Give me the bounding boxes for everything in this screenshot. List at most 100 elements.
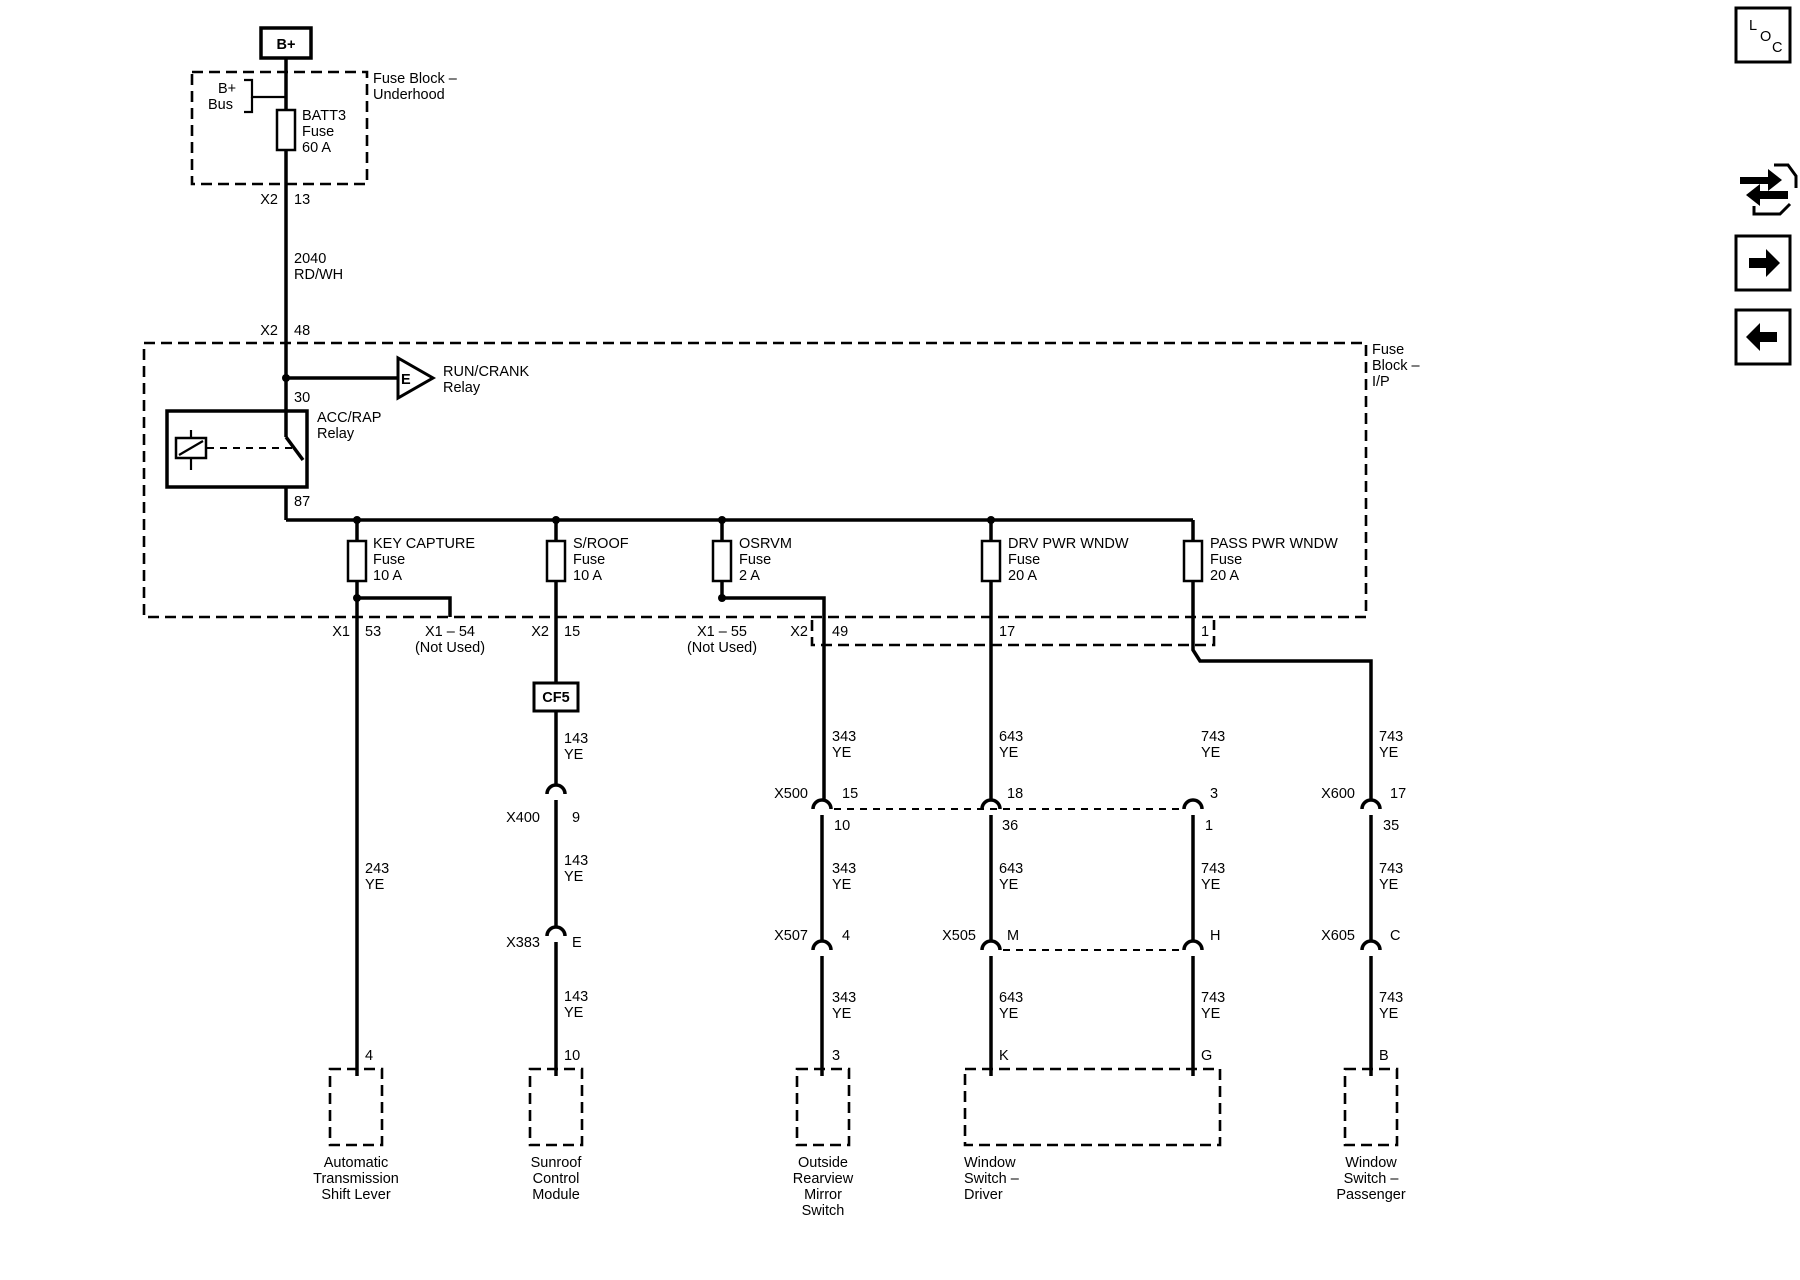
key-capture-fuse-label-2: Fuse bbox=[373, 552, 405, 568]
x400-connector-symbol bbox=[545, 783, 567, 795]
next-page-button[interactable] bbox=[1734, 234, 1792, 292]
x500-pin-15: 15 bbox=[842, 786, 858, 802]
relay-pin-87: 87 bbox=[294, 494, 310, 510]
x600-connector: X600 bbox=[1321, 786, 1355, 802]
wire-743-d-circuit: 743 bbox=[1379, 729, 1403, 745]
x500-connector-symbol-b bbox=[980, 798, 1002, 810]
fuse-block-ip-label-3: I/P bbox=[1372, 374, 1390, 390]
osrvm-fuse-label-3: 2 A bbox=[739, 568, 760, 584]
wire-743-b-color: YE bbox=[1201, 877, 1221, 893]
ip-terminal-x1-55: X1 – 55 bbox=[697, 624, 747, 640]
x505-connector-symbol-a bbox=[980, 939, 1002, 951]
acc-rap-relay-label-1: ACC/RAP bbox=[317, 410, 381, 426]
component-sunroof-box bbox=[528, 1067, 584, 1147]
sroof-fuse-label-3: 10 A bbox=[573, 568, 602, 584]
connector-view-button[interactable] bbox=[1740, 163, 1798, 216]
component-passenger-switch-box bbox=[1343, 1067, 1399, 1147]
x605-connector: X605 bbox=[1321, 928, 1355, 944]
batt3-fuse-label-2: Fuse bbox=[302, 124, 334, 140]
feed-circuit: 2040 bbox=[294, 251, 326, 267]
fuse-block-underhood-outline bbox=[190, 70, 369, 186]
wire-643-b-circuit: 643 bbox=[999, 861, 1023, 877]
batt3-fuse-label-1: BATT3 bbox=[302, 108, 346, 124]
fuse-block-underhood-label-1: Fuse Block – bbox=[373, 71, 458, 87]
location-letter-l: L bbox=[1749, 18, 1757, 34]
wire-143-a-color: YE bbox=[564, 747, 584, 763]
x505-pin-h: H bbox=[1210, 928, 1220, 944]
osrvm-fuse-label-2: Fuse bbox=[739, 552, 771, 568]
wire-743-b-circuit: 743 bbox=[1201, 861, 1225, 877]
wire-143-a-circuit: 143 bbox=[564, 731, 588, 747]
next-arrow-icon bbox=[1749, 249, 1780, 277]
component-passenger-switch-label-2: Switch – bbox=[1344, 1171, 1400, 1187]
ip-terminal-x2-pin-15: 15 bbox=[564, 624, 580, 640]
x600-connector-symbol bbox=[1360, 798, 1382, 810]
component-mirror-switch-box bbox=[795, 1067, 851, 1147]
key-capture-fuse-label-3: 10 A bbox=[373, 568, 402, 584]
component-driver-switch-pin-g: G bbox=[1201, 1048, 1212, 1064]
x500-pin-1: 1 bbox=[1205, 818, 1213, 834]
component-driver-switch-pin-k: K bbox=[999, 1048, 1009, 1064]
previous-arrow-icon bbox=[1746, 323, 1777, 351]
x500-connector: X500 bbox=[774, 786, 808, 802]
wire-143-c-circuit: 143 bbox=[564, 989, 588, 1005]
x383-connector-symbol bbox=[545, 925, 567, 937]
fuse-block-ip-label-2: Block – bbox=[1372, 358, 1420, 374]
previous-page-button[interactable] bbox=[1734, 308, 1792, 366]
wire-343-b-circuit: 343 bbox=[832, 861, 856, 877]
component-mirror-switch-label-1: Outside bbox=[798, 1155, 848, 1171]
x507-connector-symbol bbox=[811, 939, 833, 951]
x505-connector-symbol-b bbox=[1182, 939, 1204, 951]
component-shift-lever-label-3: Shift Lever bbox=[321, 1187, 390, 1203]
component-driver-switch-label-3: Driver bbox=[964, 1187, 1003, 1203]
component-passenger-switch-label-3: Passenger bbox=[1336, 1187, 1405, 1203]
key-capture-fuse: KEY CAPTURE Fuse 10 A bbox=[346, 520, 475, 584]
component-mirror-switch-label-4: Switch bbox=[802, 1203, 845, 1219]
wire-743-f-color: YE bbox=[1379, 1006, 1399, 1022]
drv-pwr-wndw-fuse-label-3: 20 A bbox=[1008, 568, 1037, 584]
x600-pin-17: 17 bbox=[1390, 786, 1406, 802]
x507-pin-4: 4 bbox=[842, 928, 850, 944]
component-passenger-switch-label-1: Window bbox=[1345, 1155, 1397, 1171]
run-crank-label-1: RUN/CRANK bbox=[443, 364, 530, 380]
component-driver-switch-label-1: Window bbox=[964, 1155, 1016, 1171]
x507-connector: X507 bbox=[774, 928, 808, 944]
b-plus-label: B+ bbox=[277, 37, 296, 53]
wire-243-color: YE bbox=[365, 877, 385, 893]
feed-out-pin: 13 bbox=[294, 192, 310, 208]
x500-pin-36: 36 bbox=[1002, 818, 1018, 834]
run-crank-symbol: E bbox=[401, 372, 411, 388]
wire-243-circuit: 243 bbox=[365, 861, 389, 877]
x400-connector: X400 bbox=[506, 810, 540, 826]
location-letter-o: O bbox=[1760, 29, 1771, 45]
wire-343-a-color: YE bbox=[832, 745, 852, 761]
wire-143-b-circuit: 143 bbox=[564, 853, 588, 869]
wire-743-f-circuit: 743 bbox=[1379, 990, 1403, 1006]
wire-743-d-color: YE bbox=[1379, 745, 1399, 761]
wire-743-a-circuit: 743 bbox=[1201, 729, 1225, 745]
wire-643-c-color: YE bbox=[999, 1006, 1019, 1022]
b-plus-bus-label-1: B+ bbox=[218, 81, 236, 97]
location-view-button[interactable]: L O C bbox=[1734, 6, 1792, 64]
wire-743-e-color: YE bbox=[1379, 877, 1399, 893]
wire-643-b-color: YE bbox=[999, 877, 1019, 893]
sroof-fuse-label-2: Fuse bbox=[573, 552, 605, 568]
ip-terminal-x1-connector: X1 bbox=[332, 624, 350, 640]
drv-pwr-wndw-fuse-label-1: DRV PWR WNDW bbox=[1008, 536, 1129, 552]
wire-143-c-color: YE bbox=[564, 1005, 584, 1021]
x500-connector-symbol-a bbox=[811, 798, 833, 810]
batt3-fuse-symbol bbox=[275, 108, 297, 152]
feed-color: RD/WH bbox=[294, 267, 343, 283]
b-plus-bus-label-2: Bus bbox=[208, 97, 233, 113]
location-icon bbox=[1734, 6, 1792, 64]
component-shift-lever-label-1: Automatic bbox=[324, 1155, 388, 1171]
component-sunroof-label-2: Control bbox=[533, 1171, 580, 1187]
x500-connector-symbol-c bbox=[1182, 798, 1204, 810]
component-sunroof-label-1: Sunroof bbox=[531, 1155, 583, 1171]
ip-terminal-x2-connector-b: X2 bbox=[790, 624, 808, 640]
connector-icon bbox=[1740, 163, 1798, 216]
wire-343-a-circuit: 343 bbox=[832, 729, 856, 745]
run-crank-relay-arrow bbox=[396, 355, 437, 401]
osrvm-fuse: OSRVM Fuse 2 A bbox=[711, 520, 792, 584]
